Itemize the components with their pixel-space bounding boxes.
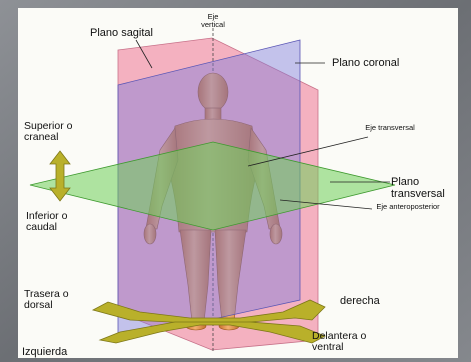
left-label: Izquierda bbox=[22, 346, 67, 358]
coronal-plane-label: Plano coronal bbox=[332, 57, 399, 69]
sagittal-plane-label: Plano sagital bbox=[90, 27, 153, 39]
superior-label: Superior o craneal bbox=[24, 121, 94, 143]
ventral-label: Delantera o ventral bbox=[312, 331, 382, 353]
dorsal-label: Trasera o dorsal bbox=[24, 289, 84, 311]
vertical-axis-label: Eje vertical bbox=[198, 13, 228, 29]
transverse-axis-label: Eje transversal bbox=[365, 124, 415, 132]
transverse-plane-label: Plano transversal bbox=[391, 176, 449, 200]
vertical-axis-label-line: Eje vertical bbox=[198, 13, 228, 29]
inferior-label: Inferior o caudal bbox=[26, 211, 86, 233]
anteroposterior-axis-label: Eje anteroposterior bbox=[368, 203, 448, 211]
right-label: derecha bbox=[340, 295, 380, 307]
